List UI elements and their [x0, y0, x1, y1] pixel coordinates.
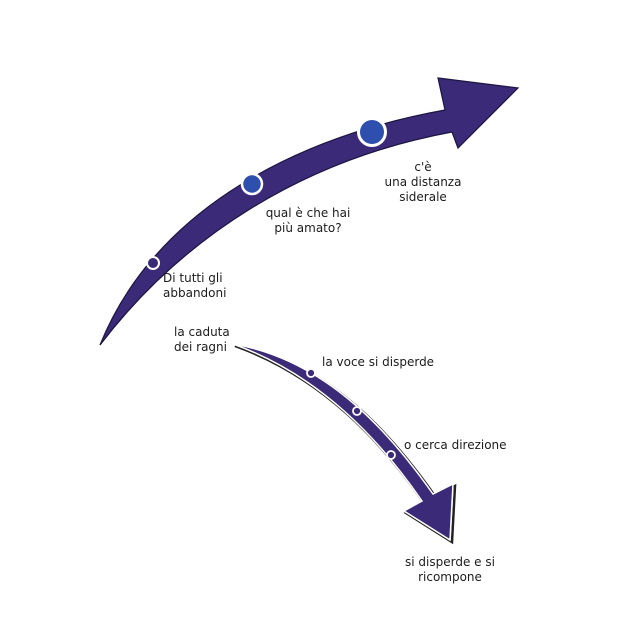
upper-node-2 [240, 172, 264, 196]
upper-node-3 [357, 117, 387, 147]
lower-node-1 [306, 368, 316, 378]
lower-start-label: la caduta dei ragni [174, 325, 230, 354]
lower-curved-arrow [232, 343, 454, 542]
lower-label-1: la voce si disperde [322, 355, 435, 369]
lower-node-2 [352, 406, 362, 416]
lower-label-2: o cerca direzione [404, 438, 507, 452]
upper-label-3: c'è una distanza siderale [384, 160, 462, 204]
upper-label-1: Di tutti gli abbandoni [163, 271, 227, 300]
upper-curved-arrow [99, 77, 520, 346]
lower-node-3 [386, 450, 396, 460]
upper-label-2: qual è che hai più amato? [265, 206, 351, 235]
lower-end-label: si disperde e si ricompone [405, 555, 495, 584]
upper-node-1 [146, 256, 160, 270]
